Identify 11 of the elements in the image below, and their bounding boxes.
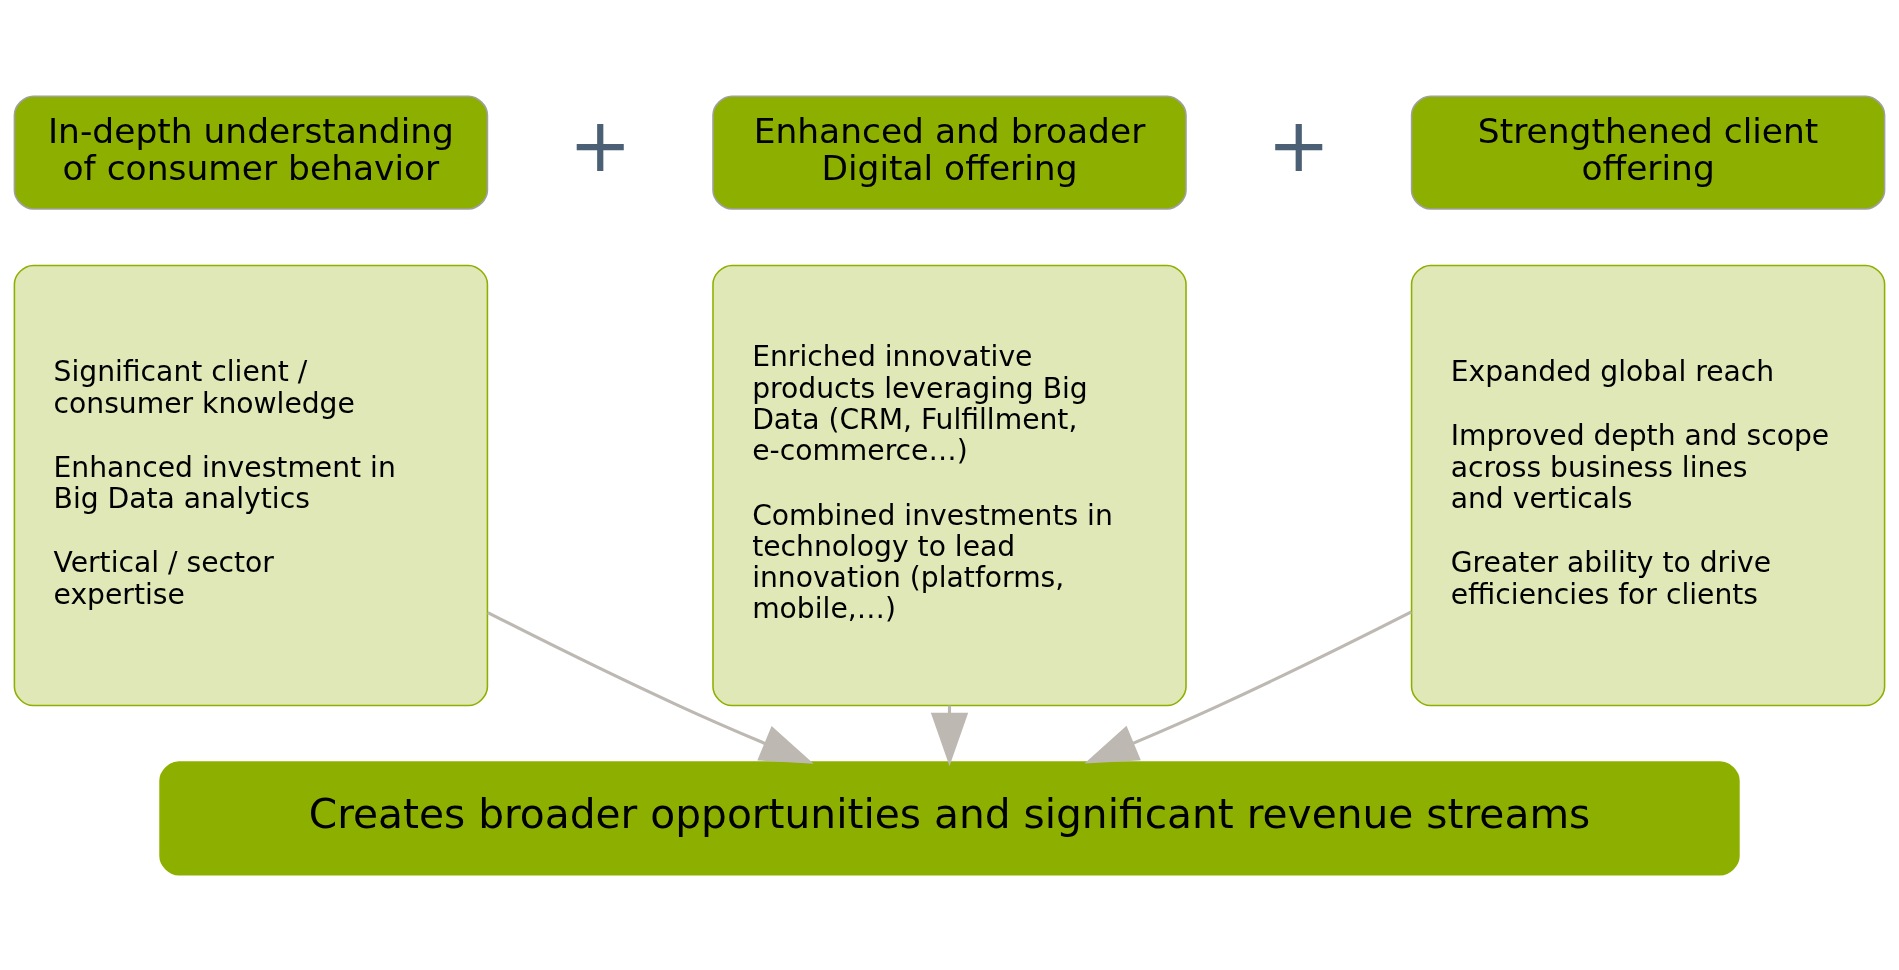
node-box: Strengthened client offering (1410, 95, 1886, 210)
node-box: Expanded global reach Improved depth and scope across business lines and verticals Greater ability to drive efficiencies for clients (1410, 264, 1886, 706)
node-box: Significant client / consumer knowledge Enhanced investment in Big Data analytics Vertical / sector expertise (13, 264, 489, 706)
label: + (568, 100, 632, 189)
node-box: Enriched innovative products leveraging Big Data (CRM, Fulfillment, e-commerce…) Combined investments in technology to lead innovation (platforms, mobile,…) (712, 264, 1187, 706)
node-box: In-depth understanding of consumer behavior (13, 95, 489, 210)
node-box: Enhanced and broader Digital offering (712, 95, 1187, 210)
node-box: Creates broader opportunities and significant revenue streams (159, 760, 1740, 875)
label: + (1267, 100, 1331, 189)
arrow (1084, 609, 1413, 764)
arrow (487, 610, 814, 764)
